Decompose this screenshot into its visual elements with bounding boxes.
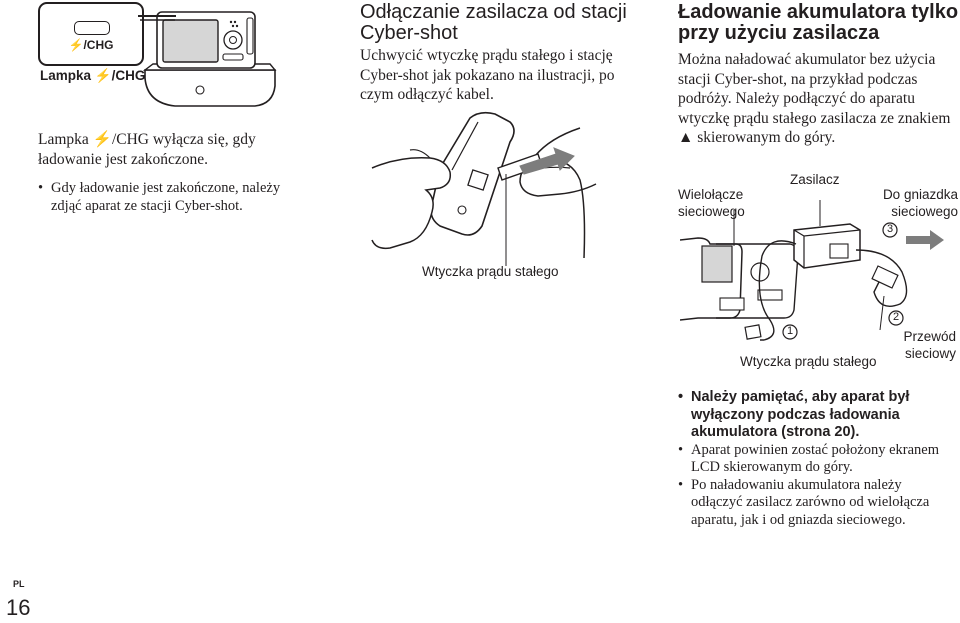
disconnect-title: Odłączanie zasilacza od stacji Cyber-sho…: [360, 1, 627, 44]
to-outlet-label: Do gniazdka sieciowego: [882, 187, 958, 219]
list-item: Należy pamiętać, aby aparat był wyłączon…: [678, 389, 948, 442]
charging-title: Ładowanie akumulatora tylko przy użyciu …: [678, 1, 959, 44]
step-1-number: 1: [786, 325, 794, 337]
list-item: Gdy ładowanie jest zakończone, należy zd…: [38, 180, 300, 215]
step-3-number: 3: [886, 223, 894, 235]
step-2-number: 2: [892, 311, 900, 323]
list-item: Aparat powinien zostać położony ekranem …: [678, 442, 948, 477]
lamp-label: Lampka ⚡/CHG: [40, 68, 146, 83]
lamp-button-callout: ⚡/CHG: [38, 2, 144, 66]
camera-station-illustration: [140, 11, 277, 107]
page-number: 16: [6, 595, 31, 620]
power-cord-label: Przewód sieciowy: [903, 329, 956, 361]
lamp-button-icon-text: ⚡/CHG: [68, 38, 114, 52]
charging-body: Można naładować akumulator bez użycia st…: [678, 51, 951, 146]
lamp-note: Lampka ⚡/CHG wyłącza się, gdy ładowanie …: [38, 131, 256, 168]
multi-connector-label: Wielołącze sieciowego: [678, 187, 745, 219]
disconnect-body: Uchwycić wtyczkę prądu stałego i stację …: [360, 47, 615, 103]
lamp-bullet-list: Gdy ładowanie jest zakończone, należy zd…: [38, 180, 300, 215]
dc-plug-label-middle: Wtyczka prądu stałego: [422, 264, 559, 279]
dc-plug-label-right: Wtyczka prądu stałego: [740, 354, 877, 369]
language-code: PL: [13, 579, 25, 589]
charging-bullet-list: Należy pamiętać, aby aparat był wyłączon…: [678, 389, 948, 529]
lamp-callout-line: [138, 15, 176, 17]
adapter-label: Zasilacz: [790, 172, 840, 187]
list-item: Po naładowaniu akumulatora należy odłącz…: [678, 477, 948, 530]
disconnect-illustration: [371, 111, 597, 266]
lamp-button-shape: [74, 21, 110, 35]
charging-diagram: [680, 200, 944, 341]
